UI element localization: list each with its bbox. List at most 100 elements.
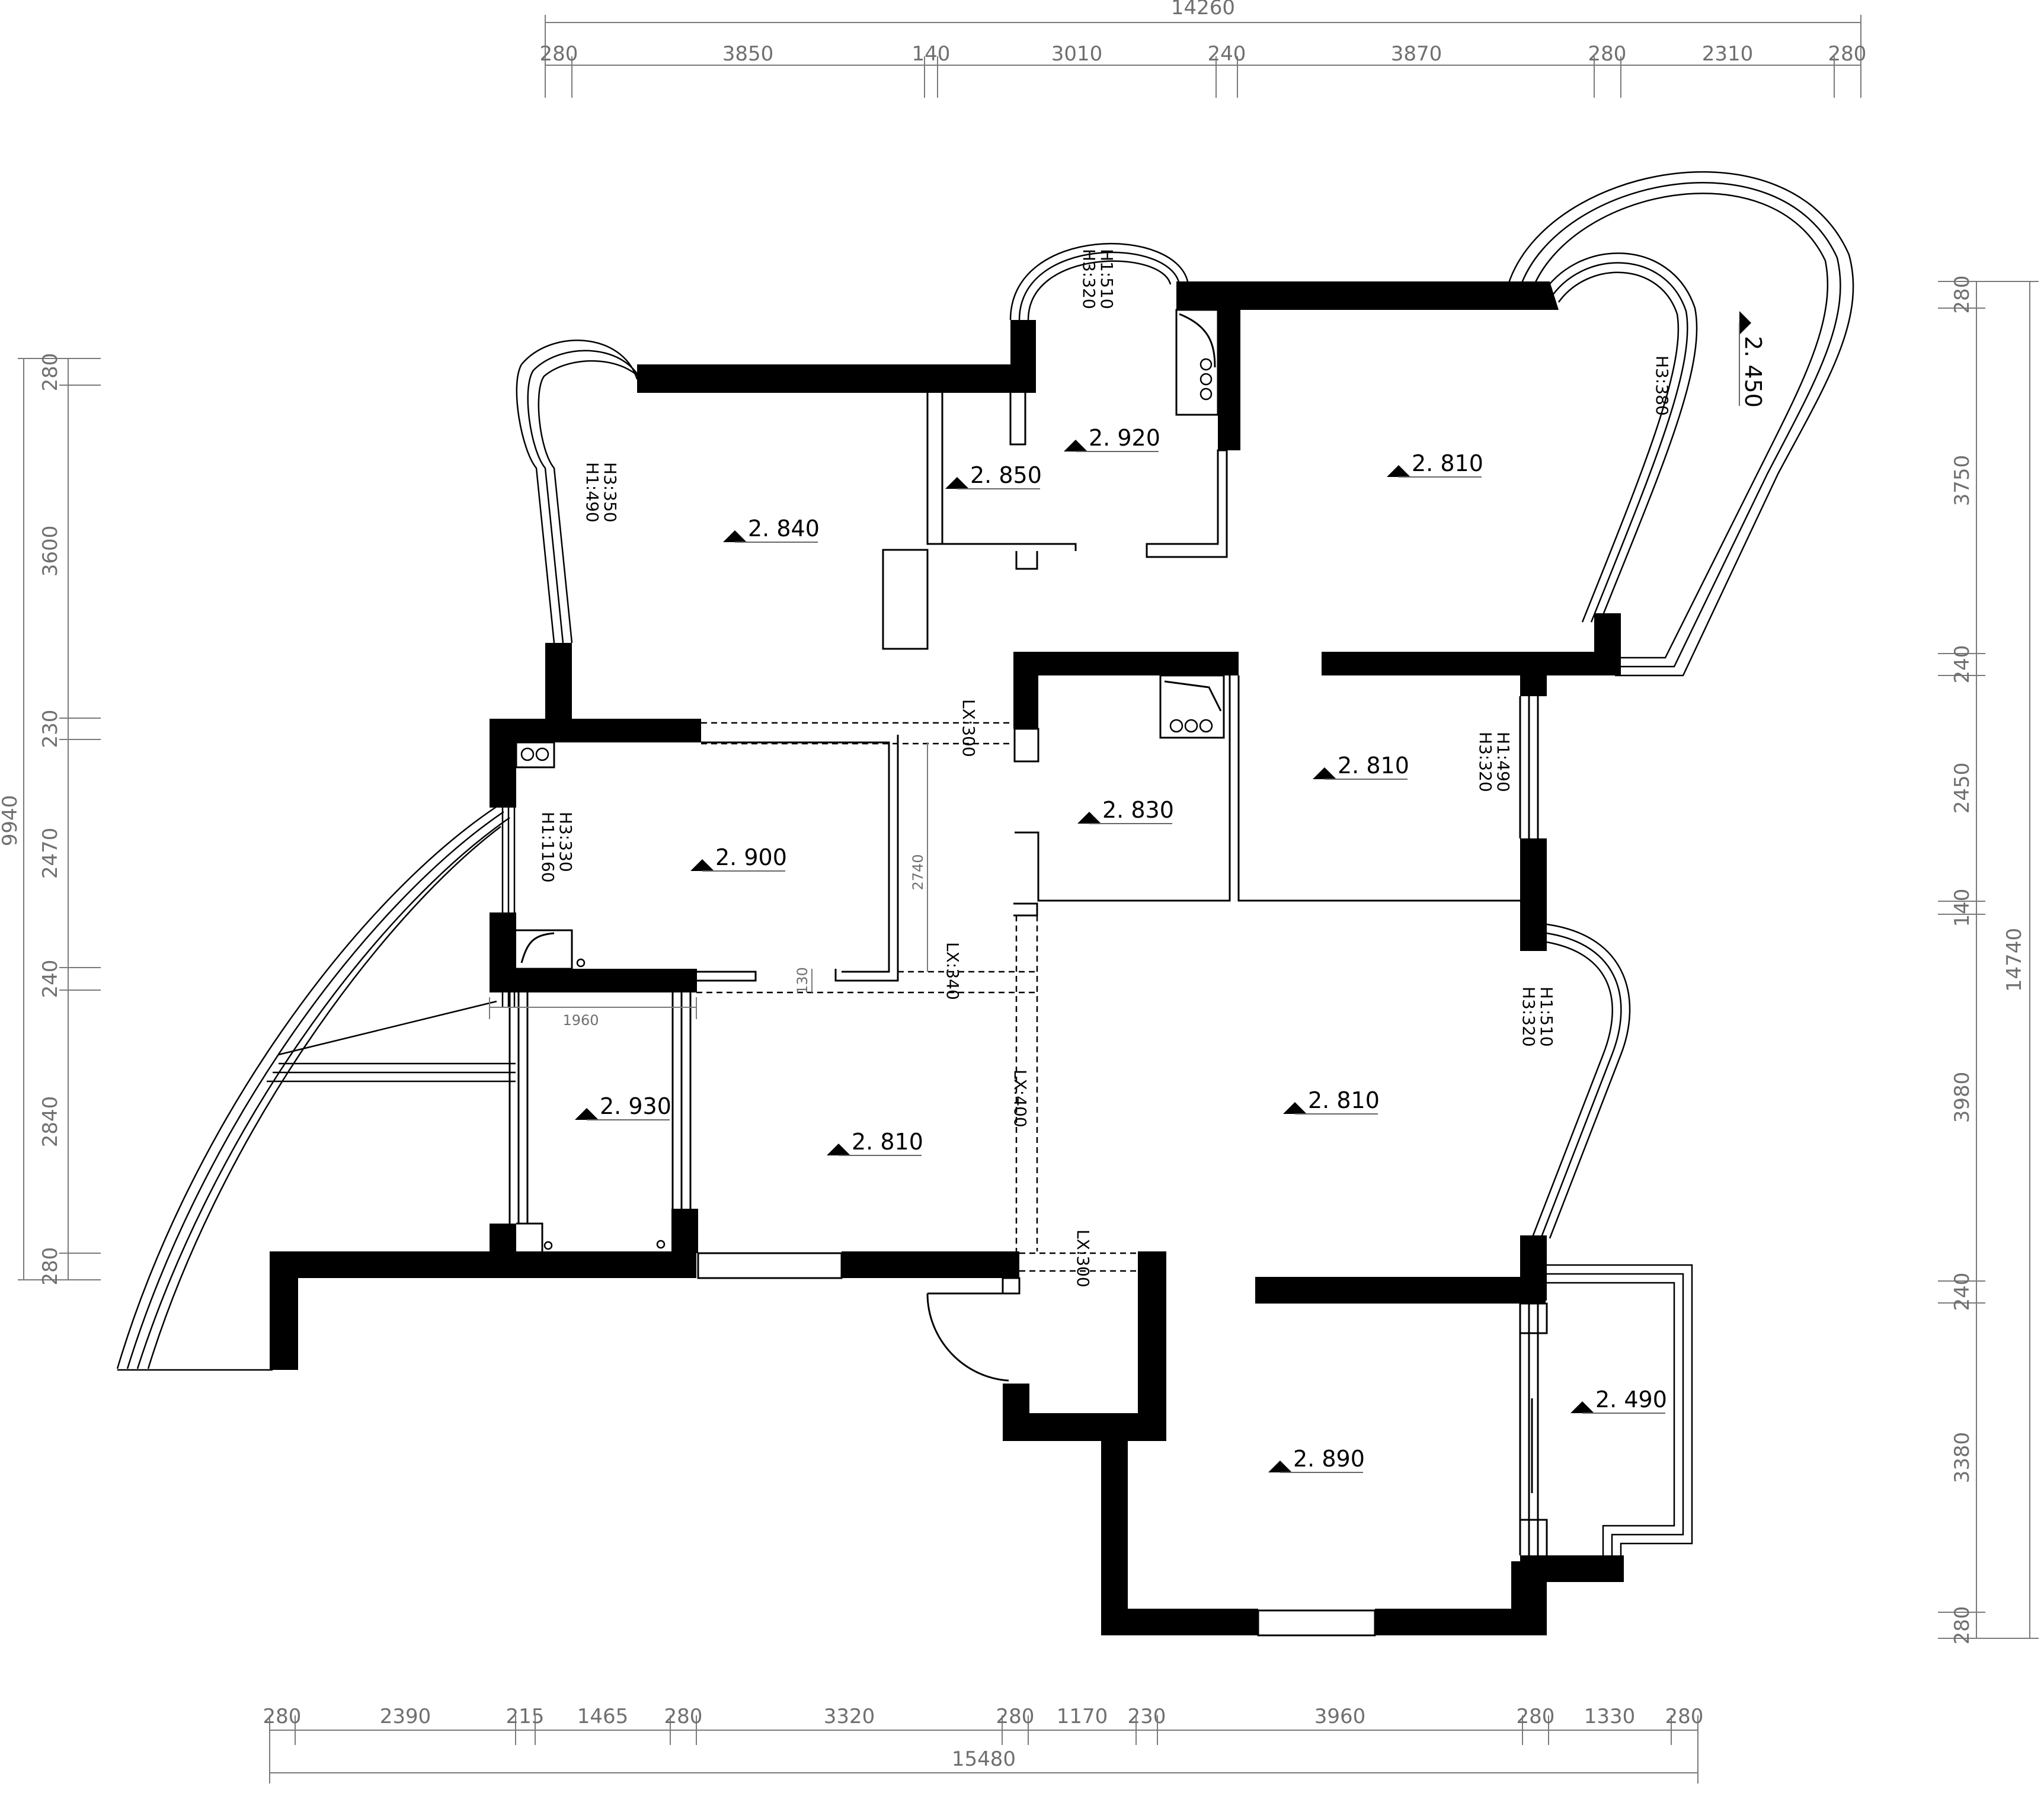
level-value: 2. 900 [715, 844, 787, 870]
stove-icon [520, 358, 1213, 1250]
dim-right: 240 [1950, 645, 1974, 684]
dim-right: 3750 [1950, 455, 1974, 507]
annotation-dim: 130 [794, 967, 811, 994]
annotations: H1:490 H3:350 H1:510 H3:320 H3:380 H1:11… [538, 249, 1672, 1288]
inner-dimensions [489, 742, 928, 1019]
annotation-beam: LX:300 [1073, 1229, 1093, 1288]
level-value: 2. 810 [852, 1129, 923, 1155]
dim-bottom: 3960 [1314, 1705, 1366, 1728]
dim-right: 280 [1950, 276, 1974, 314]
level-marker: 2. 830 [1077, 797, 1174, 824]
dimension-lines [18, 15, 2039, 1783]
level-triangle-icon [1387, 465, 1410, 477]
dim-bottom: 215 [506, 1705, 545, 1728]
level-marker: 2. 900 [690, 844, 787, 872]
level-value: 2. 850 [970, 462, 1042, 488]
dim-top: 280 [1828, 42, 1867, 66]
annotation-h1: H1:1160 [538, 812, 558, 883]
dim-right: 240 [1950, 1273, 1974, 1311]
level-marker: 2. 810 [1387, 450, 1483, 478]
level-value: 2. 450 [1740, 336, 1766, 408]
dim-top: 140 [912, 42, 951, 66]
dim-top: 3850 [722, 42, 774, 66]
level-marker: 2. 840 [723, 515, 820, 543]
dim-top: 3870 [1391, 42, 1442, 66]
level-triangle-icon [1268, 1461, 1292, 1472]
level-value: 2. 810 [1338, 752, 1409, 779]
dim-left: 2470 [39, 828, 62, 879]
level-value: 2. 810 [1308, 1087, 1380, 1113]
level-value: 2. 810 [1412, 450, 1483, 476]
level-triangle-icon [1570, 1401, 1594, 1413]
dim-top: 3010 [1051, 42, 1103, 66]
level-triangle-icon [1283, 1102, 1307, 1114]
dim-left: 280 [39, 353, 62, 392]
dim-right-total: 14740 [2003, 928, 2026, 992]
level-value: 2. 490 [1595, 1386, 1667, 1413]
beam-lines [696, 722, 1138, 1272]
level-markers: 2. 840 2. 850 2. 920 2. 810 2. 450 2. 900 2. 8… [575, 311, 1766, 1473]
dim-top: 2310 [1702, 42, 1754, 66]
dim-bottom: 1330 [1584, 1705, 1636, 1728]
dim-top-total: 14260 [1171, 0, 1235, 20]
annotation-dim: 1960 [562, 1012, 599, 1029]
annotation-h3: H3:320 [1519, 987, 1538, 1047]
annotation-h3: H3:320 [1476, 732, 1495, 792]
annotation-h3: H3:350 [600, 462, 620, 523]
dim-top: 240 [1208, 42, 1246, 66]
dim-bottom: 1170 [1057, 1705, 1108, 1728]
dim-bottom: 280 [263, 1705, 302, 1728]
level-marker: 2. 450 [1739, 311, 1766, 408]
curved-windows [116, 171, 1854, 1574]
dim-right: 280 [1950, 1606, 1974, 1645]
partitions [508, 309, 1548, 1637]
annotation-h3: H3:330 [556, 812, 575, 872]
level-triangle-icon [1739, 311, 1751, 335]
dim-bottom: 280 [1665, 1705, 1704, 1728]
annotation-beam: LX:400 [1010, 1069, 1030, 1128]
annotation-beam: LX:340 [943, 942, 962, 1000]
dim-bottom: 1465 [577, 1705, 629, 1728]
level-triangle-icon [723, 530, 747, 542]
dim-bottom: 280 [664, 1705, 703, 1728]
level-marker: 2. 930 [575, 1093, 671, 1120]
dim-left: 230 [39, 710, 62, 748]
dim-bottom: 280 [996, 1705, 1035, 1728]
level-triangle-icon [827, 1144, 850, 1155]
annotation-h1: H1:490 [583, 462, 602, 523]
dim-right: 140 [1950, 889, 1974, 927]
dim-left: 240 [39, 960, 62, 998]
level-value: 2. 890 [1293, 1446, 1365, 1472]
dim-bottom-total: 15480 [952, 1747, 1016, 1771]
level-triangle-icon [1064, 440, 1087, 451]
dim-left: 2840 [39, 1096, 62, 1148]
dimension-labels: 14260 280 3850 140 3010 240 3870 280 231… [0, 0, 2026, 1771]
dim-right: 3380 [1950, 1432, 1974, 1484]
level-marker: 2. 810 [1283, 1087, 1380, 1115]
dim-left: 280 [39, 1247, 62, 1286]
annotation-h1: H1:510 [1097, 249, 1117, 309]
level-marker: 2. 810 [1313, 752, 1409, 780]
walls [270, 281, 1624, 1635]
dim-right: 2450 [1950, 763, 1974, 814]
level-marker: 2. 920 [1064, 425, 1160, 452]
annotation-h1: H1:510 [1537, 987, 1556, 1047]
level-triangle-icon [1077, 812, 1101, 824]
dim-bottom: 280 [1517, 1705, 1555, 1728]
dim-left-total: 9940 [0, 795, 22, 847]
level-triangle-icon [1313, 767, 1336, 779]
dim-right: 3980 [1950, 1072, 1974, 1123]
dim-bottom: 2390 [380, 1705, 431, 1728]
level-triangle-icon [690, 859, 714, 871]
annotation-dim: 2740 [910, 854, 926, 890]
annotation-h1: H1:490 [1493, 732, 1513, 792]
annotation-beam: LX:300 [959, 699, 978, 757]
level-value: 2. 840 [748, 515, 820, 542]
annotation-h3: H3:320 [1079, 249, 1099, 309]
level-marker: 2. 890 [1268, 1446, 1365, 1473]
level-value: 2. 830 [1102, 797, 1174, 823]
level-marker: 2. 850 [945, 462, 1042, 489]
level-marker: 2. 810 [827, 1129, 923, 1156]
annotation-h3: H3:380 [1652, 356, 1672, 416]
